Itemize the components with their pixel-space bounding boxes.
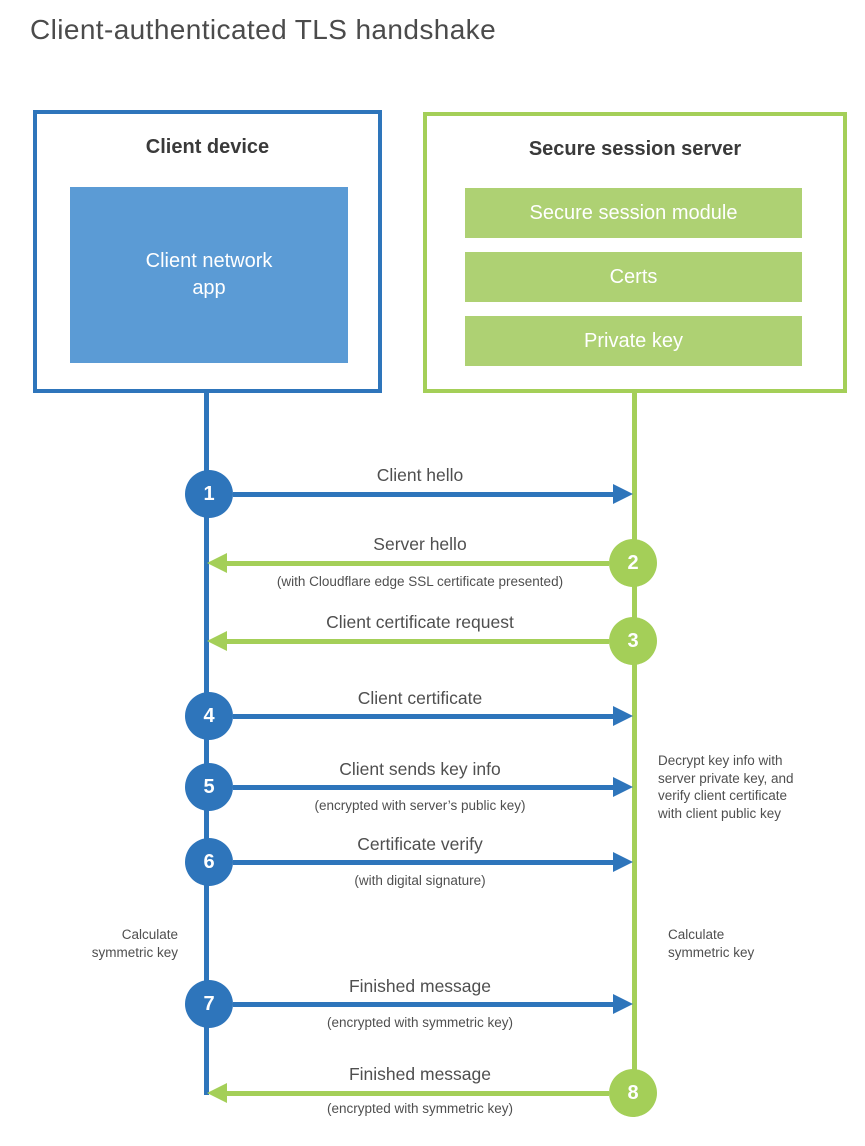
step-4-badge: 4 <box>185 692 233 740</box>
client-network-app-box: Client network app <box>70 187 348 363</box>
step-3-arrowhead-left-icon <box>207 631 227 651</box>
step-8-label: Finished message <box>348 1064 492 1084</box>
secure-session-server-title: Secure session server <box>528 138 742 160</box>
calculate-symmetric-key-right: Calculate symmetric key <box>668 927 755 960</box>
calculate-symmetric-key-left: Calculate symmetric key <box>91 927 178 960</box>
step-5-label: Client sends key info <box>339 759 501 779</box>
step-5-badge: 5 <box>185 763 233 811</box>
step-2-arrowhead-left-icon <box>207 553 227 573</box>
step-7-arrow <box>233 1002 613 1007</box>
secure-session-server-box: Secure session server Secure session mod… <box>423 112 847 393</box>
step-8-arrow <box>227 1091 609 1096</box>
step-2-arrow <box>227 561 609 566</box>
step-2-badge: 2 <box>609 539 657 587</box>
server-lifeline <box>632 393 637 1093</box>
step-2-sublabel: (with Cloudflare edge SSL certificate pr… <box>276 574 564 589</box>
step-4-arrowhead-right-icon <box>613 706 633 726</box>
step-4-arrow <box>233 714 613 719</box>
step-3-arrow <box>227 639 609 644</box>
step-6-label: Certificate verify <box>357 834 483 854</box>
step-8-badge: 8 <box>609 1069 657 1117</box>
step-5-arrow <box>233 785 613 790</box>
step-3-badge: 3 <box>609 617 657 665</box>
step-2-label: Server hello <box>373 534 467 554</box>
client-device-title: Client device <box>145 136 270 158</box>
step-8-sublabel: (encrypted with symmetric key) <box>326 1101 514 1116</box>
step-7-label: Finished message <box>348 976 492 996</box>
certs-bar: Certs <box>465 252 802 302</box>
secure-session-module-bar: Secure session module <box>465 188 802 238</box>
client-lifeline <box>204 393 209 1095</box>
step-6-arrow <box>233 860 613 865</box>
client-device-box: Client device Client network app <box>33 110 382 393</box>
step-5-sublabel: (encrypted with server’s public key) <box>314 798 526 813</box>
step-1-badge: 1 <box>185 470 233 518</box>
step-6-badge: 6 <box>185 838 233 886</box>
page-title: Client-authenticated TLS handshake <box>30 14 497 45</box>
step-6-arrowhead-right-icon <box>613 852 633 872</box>
step-1-arrowhead-right-icon <box>613 484 633 504</box>
step-3-label: Client certificate request <box>326 612 514 632</box>
step-7-badge: 7 <box>185 980 233 1028</box>
decrypt-key-note: Decrypt key info with server private key… <box>658 753 794 821</box>
step-7-sublabel: (encrypted with symmetric key) <box>326 1015 514 1030</box>
step-6-sublabel: (with digital signature) <box>354 873 486 888</box>
step-7-arrowhead-right-icon <box>613 994 633 1014</box>
step-1-arrow <box>233 492 613 497</box>
private-key-bar: Private key <box>465 316 802 366</box>
step-5-arrowhead-right-icon <box>613 777 633 797</box>
step-4-label: Client certificate <box>357 688 483 708</box>
step-1-label: Client hello <box>376 465 464 485</box>
step-8-arrowhead-left-icon <box>207 1083 227 1103</box>
